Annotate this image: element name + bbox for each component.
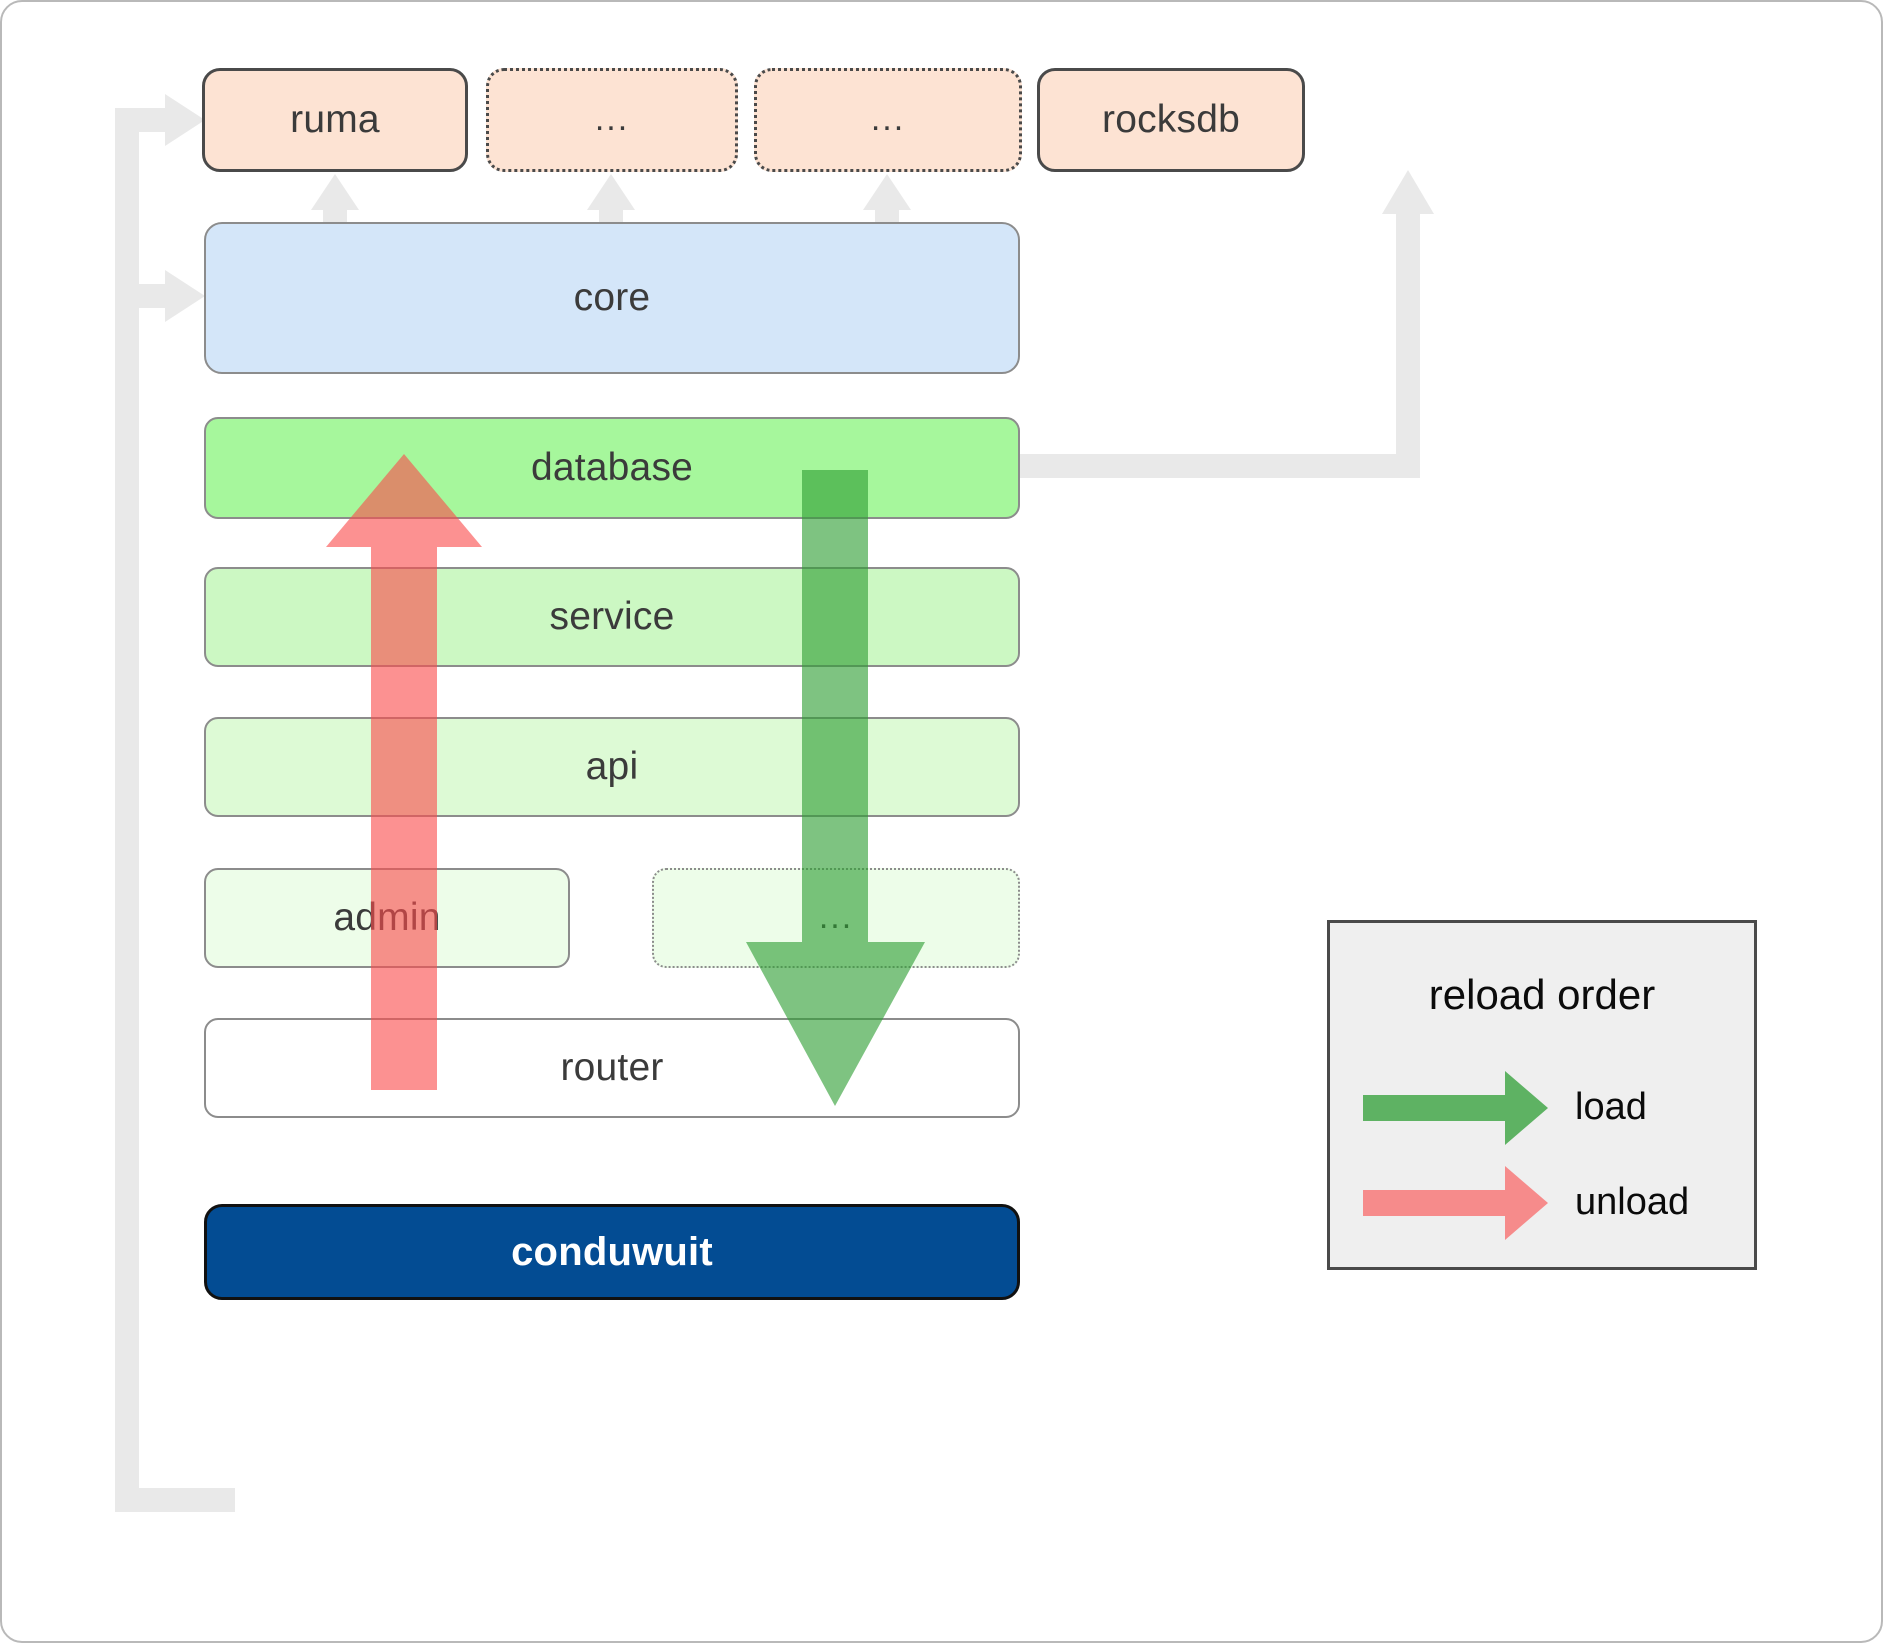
layer-box-admin[interactable]: admin — [204, 868, 570, 968]
crate-box-ellipsis-1[interactable]: ... — [486, 68, 738, 172]
legend-load-arrow-icon — [1363, 1071, 1548, 1145]
layer-label-router: router — [560, 1046, 664, 1089]
crate-label-rocksdb: rocksdb — [1102, 98, 1240, 141]
legend-unload-arrow-icon — [1363, 1166, 1548, 1240]
layer-box-database[interactable]: database — [204, 417, 1020, 519]
crate-label-ellipsis-1: ... — [594, 100, 630, 139]
crate-label-ruma: ruma — [290, 98, 380, 141]
layer-label-admin: admin — [333, 896, 441, 939]
layer-label-api: api — [585, 745, 639, 788]
legend-title: reload order — [1428, 971, 1656, 1018]
layer-box-leaf-ellipsis[interactable]: ... — [652, 868, 1020, 968]
crate-box-rocksdb[interactable]: rocksdb — [1037, 68, 1305, 172]
legend-arrow-glyphs — [1363, 1071, 1548, 1240]
layer-label-database: database — [530, 446, 694, 489]
layer-label-core: core — [573, 276, 651, 319]
layer-box-service[interactable]: service — [204, 567, 1020, 667]
binary-label-conduwuit: conduwuit — [511, 1229, 713, 1274]
crate-label-ellipsis-2: ... — [870, 100, 906, 139]
layer-box-core[interactable]: core — [204, 222, 1020, 374]
crate-box-ellipsis-2[interactable]: ... — [754, 68, 1022, 172]
legend-panel: reload order load unload — [1327, 920, 1757, 1270]
legend-label-unload: unload — [1575, 1181, 1690, 1223]
layer-label-service: service — [549, 595, 675, 638]
layer-box-api[interactable]: api — [204, 717, 1020, 817]
legend-label-load: load — [1575, 1086, 1647, 1128]
layer-label-leaf-ellipsis: ... — [818, 898, 854, 937]
layer-box-router[interactable]: router — [204, 1018, 1020, 1118]
binary-box-conduwuit[interactable]: conduwuit — [204, 1204, 1020, 1300]
crate-box-ruma[interactable]: ruma — [202, 68, 468, 172]
